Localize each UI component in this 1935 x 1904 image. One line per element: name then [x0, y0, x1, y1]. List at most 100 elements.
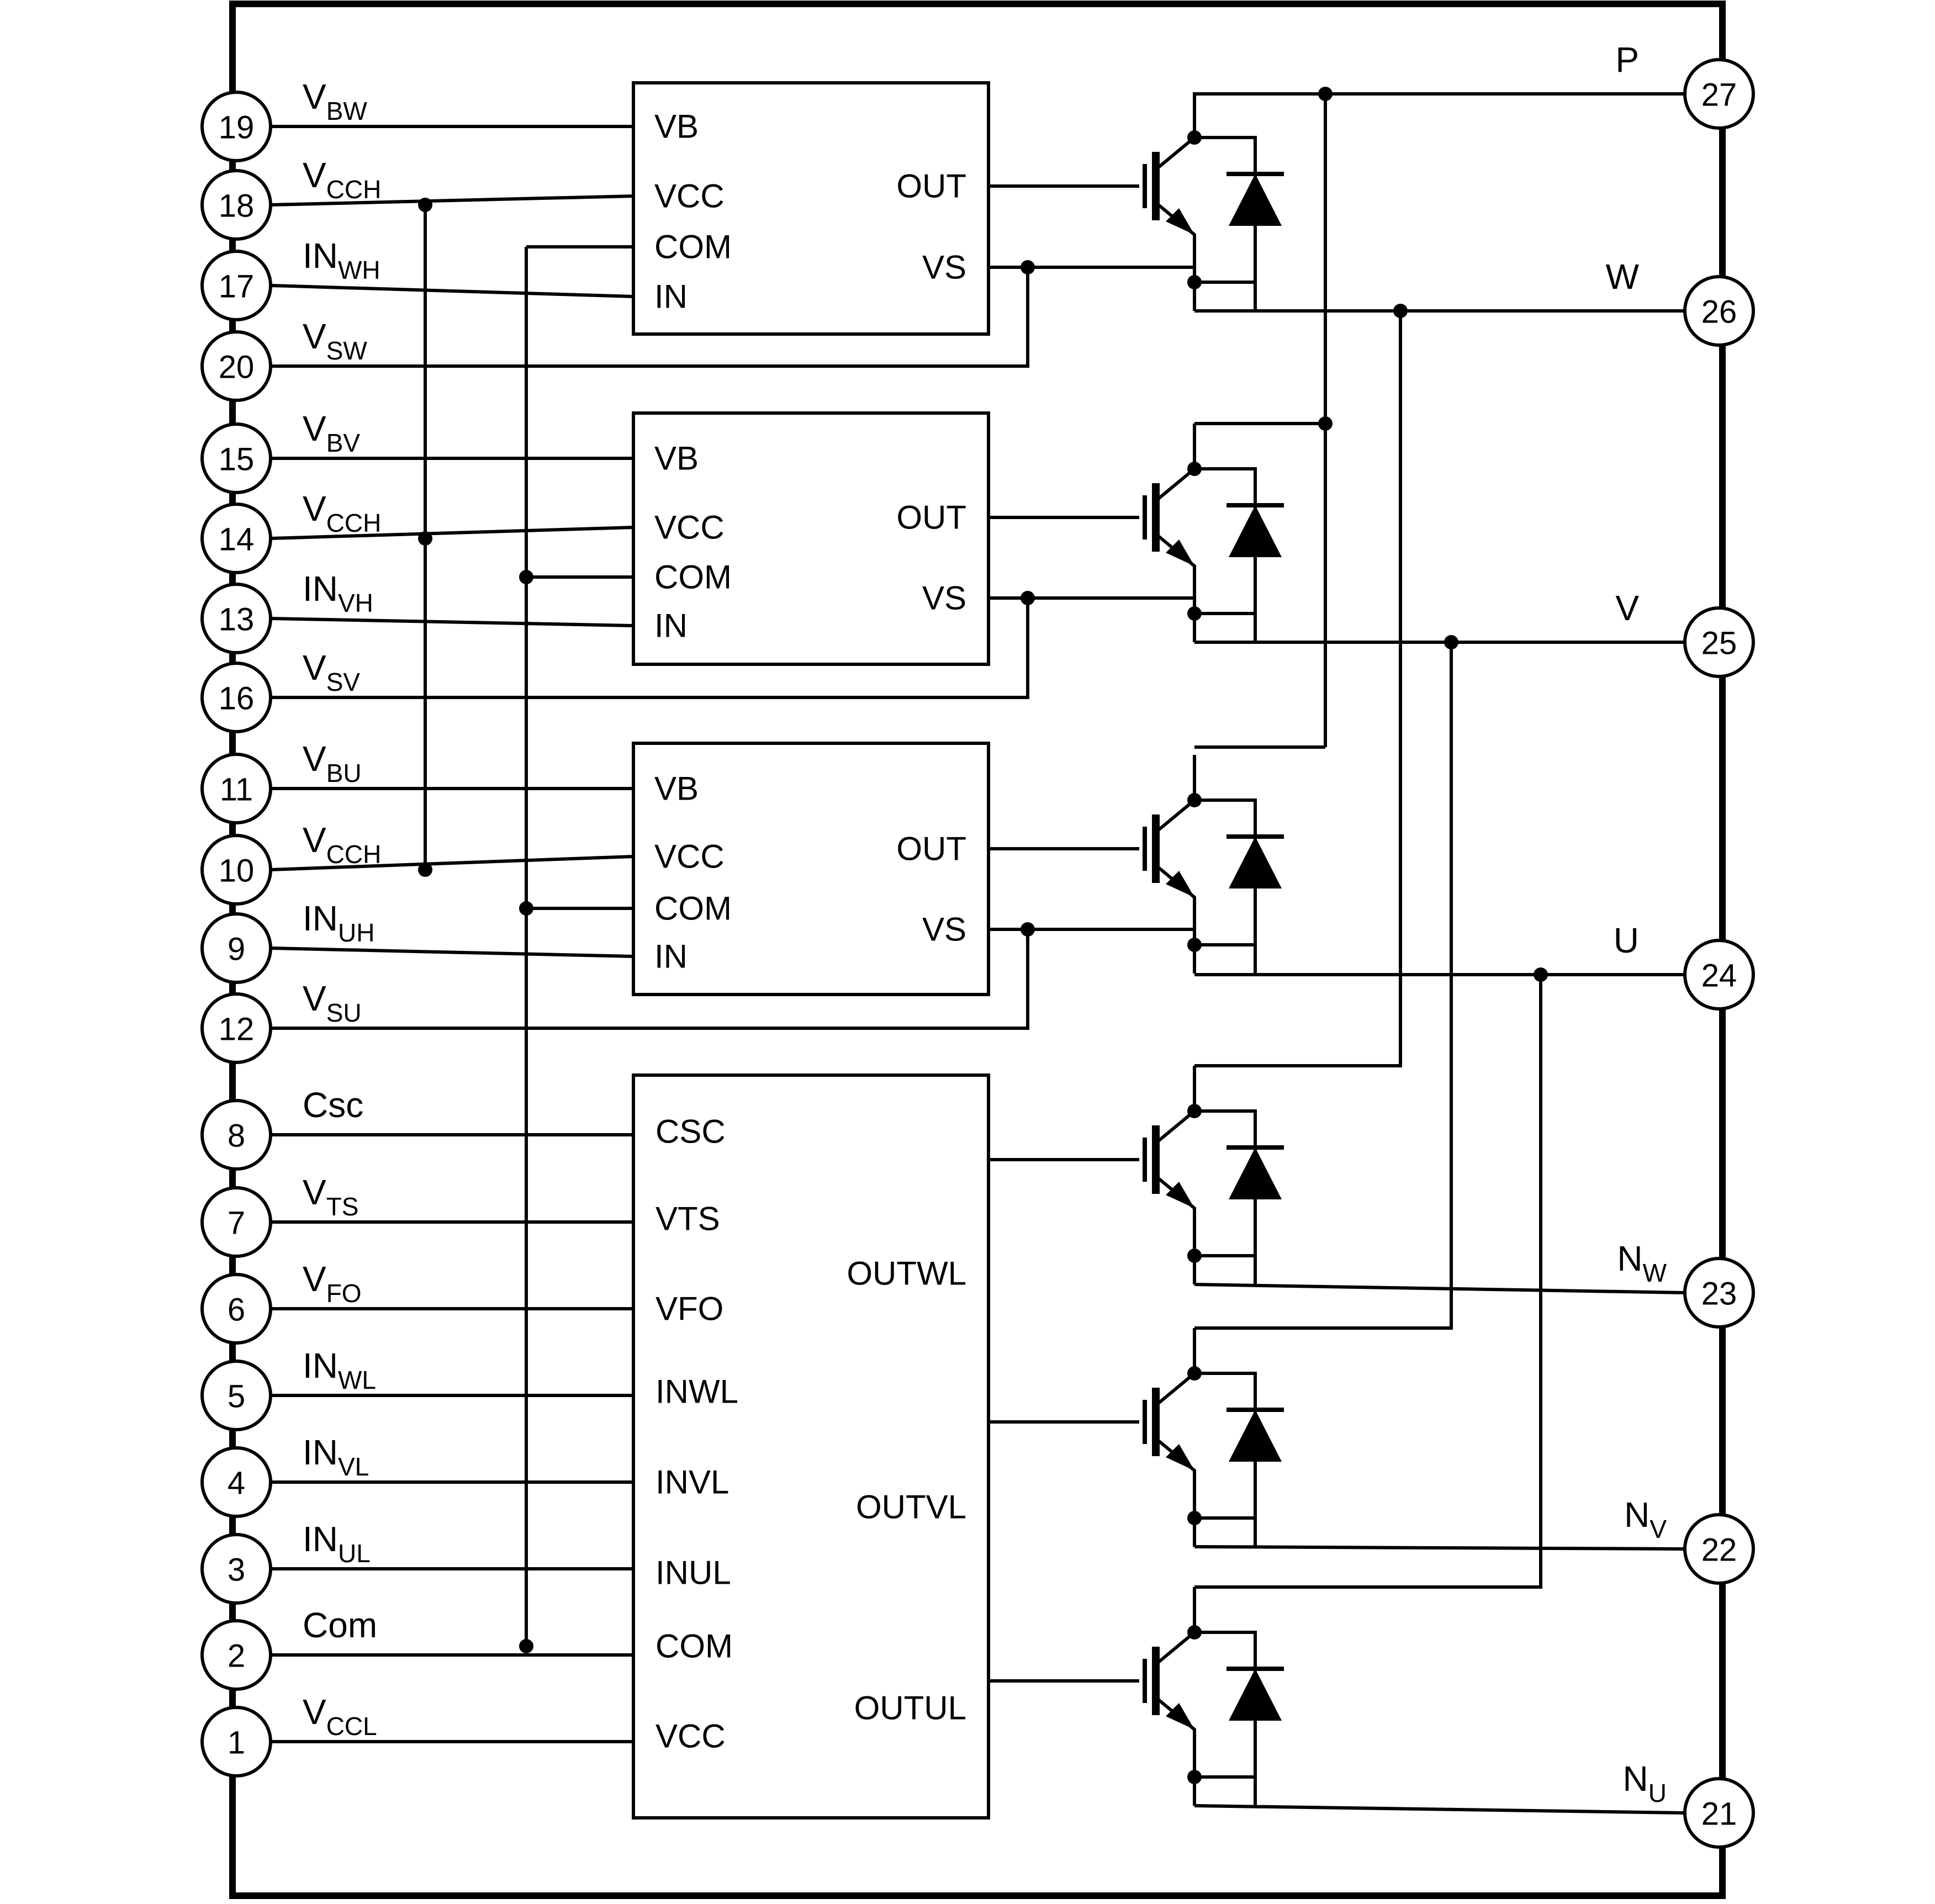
pin-signal-label-subscript: W — [1643, 1258, 1667, 1287]
pin-25: 25V — [1615, 588, 1755, 678]
pin-signal-label-subscript: UL — [338, 1539, 371, 1568]
driver-ic-box — [632, 81, 990, 336]
emitter-arrow — [1166, 1444, 1194, 1471]
junction-dot — [1187, 275, 1202, 289]
diode-triangle — [1229, 1147, 1282, 1199]
junction-dot — [1187, 462, 1202, 476]
driver-input-label: VCC — [654, 838, 725, 875]
pin-signal-label-main: N — [1617, 1239, 1642, 1278]
igbt-3 — [1143, 755, 1284, 974]
wire — [1194, 975, 1542, 1589]
pin-number: 22 — [1701, 1532, 1737, 1568]
wire — [270, 526, 634, 540]
wire — [1194, 642, 1453, 1330]
pin-signal-label-main: V — [303, 739, 326, 779]
pin-number: 23 — [1701, 1276, 1737, 1312]
pin-27: 27P — [1615, 40, 1755, 130]
pin-23: 23 NW — [1617, 1239, 1755, 1329]
junction-dot — [418, 198, 432, 212]
pin-number: 26 — [1701, 294, 1737, 330]
pin-number: 10 — [219, 853, 255, 889]
package-outline — [229, 1, 1726, 1899]
driver-output-label: OUT — [896, 499, 966, 536]
collector-lead — [1155, 92, 1196, 171]
diode-triangle — [1229, 174, 1282, 226]
pin-signal-label-main: V — [303, 979, 326, 1018]
driver-input-label: COM — [655, 1628, 733, 1665]
pin-number: 4 — [228, 1466, 245, 1501]
junction-dot — [1187, 793, 1202, 807]
pin-signal-label-subscript: CCH — [326, 175, 382, 204]
wire — [271, 596, 1029, 699]
left-pins: 19VBW18VCCH17INWH20VSW15VBV14VCCH13INVH1… — [200, 77, 382, 1778]
driver-input-label: COM — [654, 229, 732, 266]
pin-signal-label-main: V — [303, 77, 326, 117]
pin-number: 11 — [220, 772, 253, 808]
pin-number: 1 — [228, 1725, 245, 1761]
pin-signal-label-main: IN — [303, 1432, 338, 1472]
pin-signal-label-main: Com — [303, 1605, 377, 1645]
diode-lead — [1194, 1234, 1257, 1257]
junction-dot — [519, 901, 533, 916]
diode-triangle — [1229, 1669, 1282, 1721]
diode-lead — [1194, 260, 1257, 284]
pin-signal-label: INUL — [303, 1519, 371, 1568]
collector-lead — [1155, 1587, 1196, 1666]
driver-output-label: OUTVL — [856, 1489, 966, 1526]
pin-number: 3 — [228, 1552, 245, 1588]
pin-number: 12 — [219, 1012, 255, 1048]
pin-signal-label-main: IN — [303, 898, 338, 938]
pin-signal-label-subscript: U — [1648, 1779, 1667, 1807]
pin-signal-label-subscript: UH — [338, 918, 374, 947]
igbt-6 — [1143, 1587, 1284, 1806]
wire — [1194, 1804, 1685, 1815]
pin-number: 8 — [228, 1118, 245, 1154]
pin-number: 9 — [228, 932, 245, 967]
pin-signal-label-subscript: WL — [338, 1366, 376, 1394]
wire — [270, 946, 634, 958]
pin-signal-label: VSV — [303, 648, 360, 696]
junction-dot — [1534, 967, 1548, 982]
pin-signal-label-subscript: TS — [326, 1192, 359, 1221]
driver-input-label: VCC — [654, 509, 725, 546]
driver-input-label: CSC — [655, 1113, 726, 1150]
junction-dot — [1187, 1249, 1202, 1263]
pin-signal-label: NU — [1623, 1759, 1667, 1807]
pin-number: 5 — [228, 1379, 245, 1415]
pin-signal-label-subscript: SU — [326, 998, 362, 1027]
pin-signal-label-main: N — [1623, 1759, 1648, 1799]
pin-signal-label-main: V — [303, 1172, 326, 1212]
emitter-arrow — [1166, 540, 1194, 566]
diode-lead — [1194, 798, 1257, 974]
driver-output-label: VS — [922, 249, 966, 286]
pin-signal-label-main: V — [303, 820, 326, 860]
junction-dot — [1187, 1366, 1202, 1381]
diode-lead — [1194, 1496, 1257, 1520]
pin-9: 9 INUH — [200, 898, 374, 984]
wire — [270, 855, 634, 871]
junction-dot — [1187, 1625, 1202, 1639]
pin-signal-label: VSW — [303, 316, 367, 365]
pin-number: 16 — [219, 681, 255, 717]
driver-output-label: OUTWL — [847, 1255, 966, 1292]
diode-lead — [1194, 1372, 1257, 1547]
driver-input-label: COM — [654, 890, 732, 927]
pin-signal-label-main: P — [1615, 40, 1639, 80]
collector-lead — [1155, 1066, 1196, 1145]
wire — [1194, 1545, 1685, 1551]
pin-signal-label: P — [1615, 40, 1639, 80]
wire — [271, 928, 1029, 1030]
collector-lead — [1155, 755, 1196, 834]
